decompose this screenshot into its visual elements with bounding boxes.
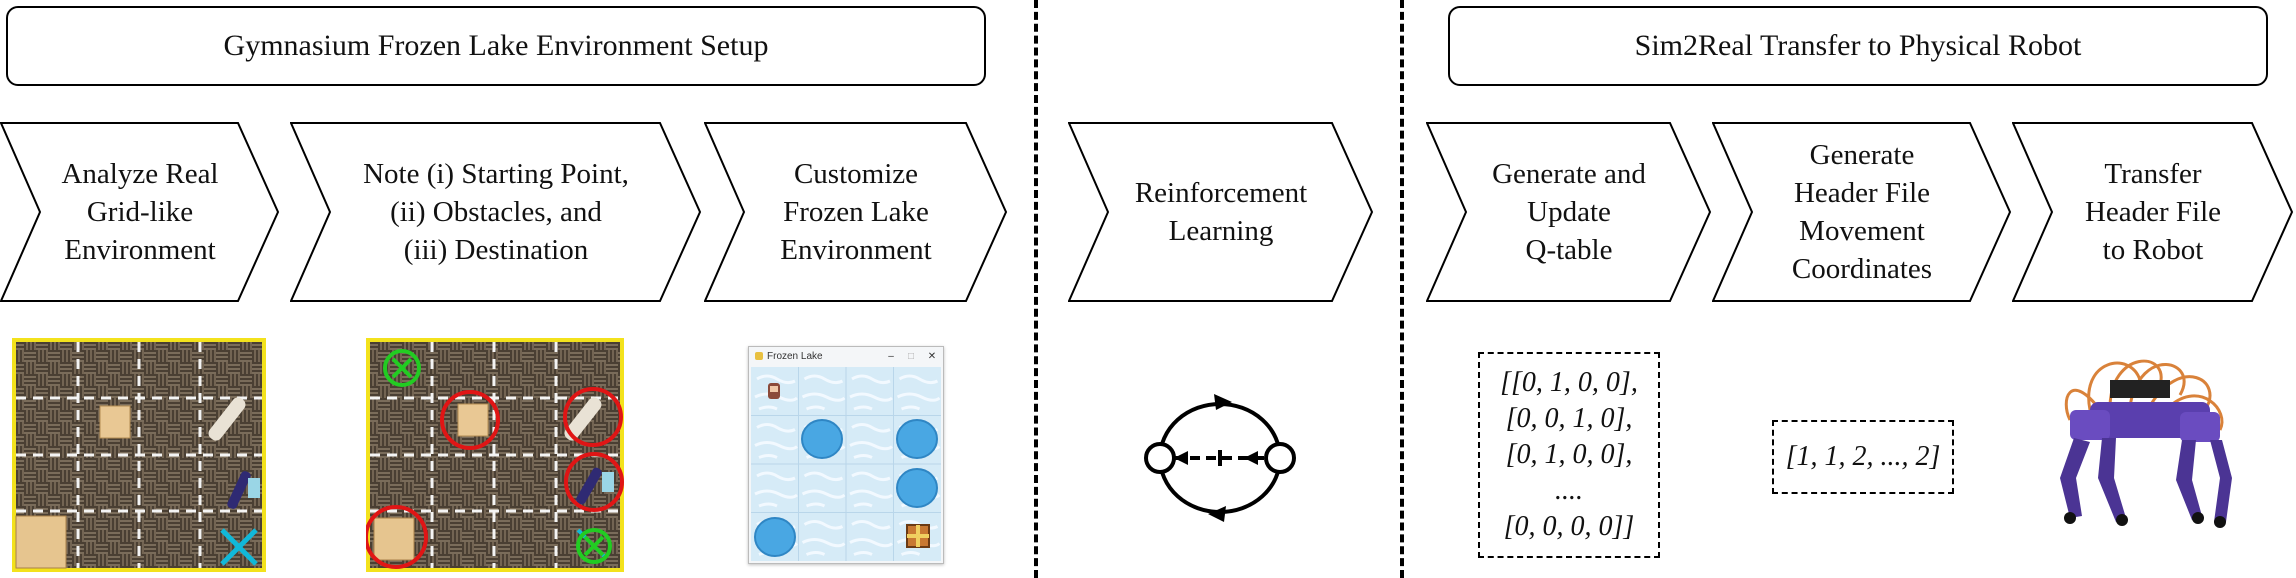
step-label-line: Grid-like — [86, 196, 194, 228]
step-label-line: Transfer — [2104, 158, 2202, 190]
step-label-line: Update — [1527, 196, 1611, 228]
right-section-title: Sim2Real Transfer to Physical Robot — [1448, 6, 2268, 86]
step-label-line: Header File — [1793, 177, 1931, 209]
annotated-environment-image — [364, 338, 624, 572]
gift-icon — [906, 524, 930, 548]
qtable-row: [[0, 1, 0, 0], — [1500, 367, 1638, 398]
qtable-row: .... — [1555, 475, 1583, 506]
qtable-box: [[0, 1, 0, 0], [0, 0, 1, 0], [0, 1, 0, 0],… — [1478, 352, 1660, 558]
step-label-line: Generate — [1809, 139, 1915, 171]
step-label-line: (ii) Obstacles, and — [390, 196, 602, 228]
step-label-line: Environment — [780, 234, 932, 266]
window-title: Frozen Lake — [767, 350, 823, 362]
step-label-line: Customize — [793, 158, 919, 190]
step-label-line: Q-table — [1525, 234, 1613, 266]
step-label-line: Movement — [1799, 215, 1925, 247]
step-label-line: Environment — [64, 234, 216, 266]
real-environment-image — [12, 338, 266, 572]
qtable-row: [0, 0, 0, 0]] — [1503, 511, 1635, 542]
step-label-line: to Robot — [2102, 234, 2204, 266]
coordinates-box: [1, 1, 2, ..., 2] — [1772, 420, 1954, 494]
qtable-row: [0, 1, 0, 0], — [1505, 439, 1633, 470]
step-label-line: Reinforcement — [1134, 177, 1308, 209]
maximize-button[interactable]: □ — [907, 350, 915, 362]
qtable-row: [0, 0, 1, 0], — [1505, 403, 1633, 434]
separator-right — [1400, 0, 1404, 578]
separator-left — [1034, 0, 1038, 578]
frozen-lake-grid — [751, 367, 941, 561]
minimize-button[interactable]: – — [888, 350, 894, 362]
step-label-line: Generate and — [1492, 158, 1646, 190]
left-section-title: Gymnasium Frozen Lake Environment Setup — [6, 6, 986, 86]
step-label-line: Analyze Real — [61, 158, 219, 190]
step-label-2: Note (i) Starting Point, (ii) Obstacles, … — [290, 122, 702, 302]
step-label-line: Coordinates — [1791, 253, 1933, 285]
step-label-line: (iii) Destination — [403, 234, 589, 266]
frozen-lake-window: Frozen Lake – □ ✕ — [748, 346, 944, 564]
hole-icon — [754, 419, 938, 557]
window-titlebar: Frozen Lake – □ ✕ — [749, 347, 943, 365]
start-green-x-circle-icon — [383, 349, 421, 387]
step-label-line: Frozen Lake — [783, 196, 929, 228]
rl-cycle-icon — [1140, 390, 1300, 530]
step-label-line: Note (i) Starting Point, — [363, 158, 629, 190]
step-chevron-2: Note (i) Starting Point, (ii) Obstacles, … — [290, 122, 702, 302]
app-icon — [755, 352, 763, 360]
coordinates-text: [1, 1, 2, ..., 2] — [1785, 441, 1941, 472]
elf-icon — [768, 383, 780, 399]
step-label-line: Learning — [1168, 215, 1274, 247]
close-button[interactable]: ✕ — [927, 350, 937, 362]
step-label-line: Header File — [2084, 196, 2222, 228]
robot-image — [2030, 340, 2240, 540]
